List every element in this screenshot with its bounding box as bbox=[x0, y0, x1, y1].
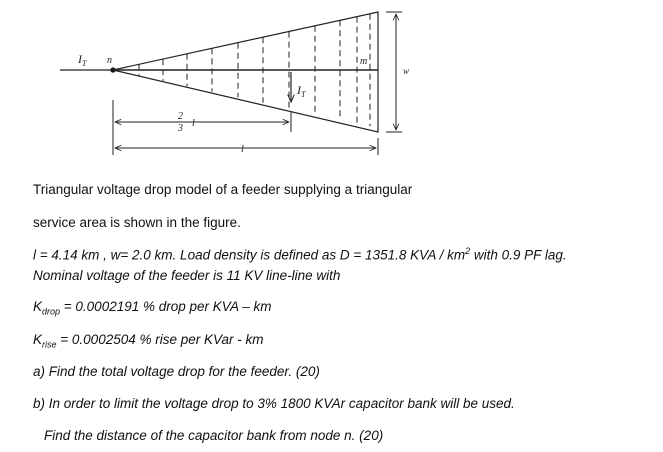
problem-line-2: service area is shown in the figure. bbox=[33, 215, 241, 230]
question-b: b) In order to limit the voltage drop to… bbox=[33, 396, 515, 411]
label-IT-arrow: IT bbox=[296, 83, 306, 99]
k-drop-line: Kdrop = 0.0002191 % drop per KVA – km bbox=[33, 299, 272, 317]
label-two-thirds-num: 2 bbox=[178, 111, 183, 122]
lateral-lines bbox=[138, 13, 371, 127]
label-w: w bbox=[403, 66, 409, 76]
question-a: a) Find the total voltage drop for the f… bbox=[33, 364, 320, 379]
problem-line-1: Triangular voltage drop model of a feede… bbox=[33, 182, 413, 197]
label-l-long: l bbox=[241, 144, 244, 155]
question-b-continued: Find the distance of the capacitor bank … bbox=[44, 428, 384, 443]
label-two-thirds-den: 3 bbox=[177, 123, 183, 134]
problem-line-4: Nominal voltage of the feeder is 11 KV l… bbox=[33, 268, 341, 283]
label-m: m bbox=[360, 56, 367, 67]
problem-line-3: l = 4.14 km , w= 2.0 km. Load density is… bbox=[33, 246, 567, 263]
label-IT-left: IT bbox=[77, 52, 87, 68]
label-l-short: l bbox=[192, 118, 195, 129]
label-n: n bbox=[107, 55, 112, 66]
service-area-triangle bbox=[112, 11, 379, 133]
triangular-feeder-diagram: IT n m w IT 2 3 l l bbox=[60, 11, 409, 155]
k-rise-line: Krise = 0.0002504 % rise per KVar - km bbox=[33, 332, 264, 350]
